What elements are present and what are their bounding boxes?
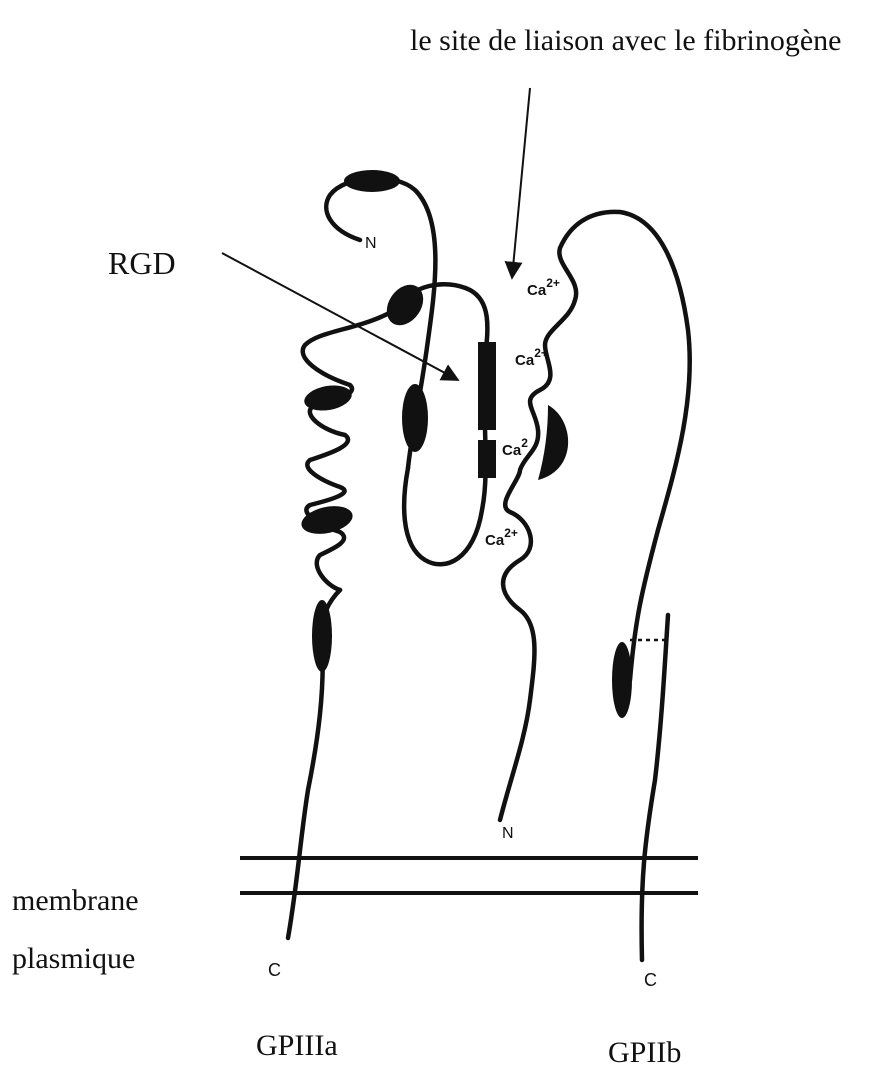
membrane-label-line2: plasmique [12, 942, 135, 975]
gpiib-c-terminus: C [644, 970, 657, 990]
rgd-label: RGD [108, 245, 176, 281]
gpiiia-top-blob [344, 170, 400, 192]
calcium-site-2: Ca2+ [515, 346, 548, 369]
rgd-arrow [222, 253, 458, 380]
gpiiia-c-terminus: C [268, 960, 281, 980]
gpiiia-loop-blob [402, 384, 428, 452]
gpiib-label: GPIIb [608, 1036, 681, 1069]
gpiib-n-terminus: N [502, 825, 514, 842]
gpiiia-n-terminus: N [365, 235, 377, 252]
binding-site-label: le site de liaison avec le fibrinogène [410, 24, 842, 57]
gpiiia-label: GPIIIa [256, 1029, 338, 1062]
gpiib-stalk-blob [612, 642, 632, 718]
gpiiia-chain [288, 170, 496, 938]
calcium-site-4: Ca2+ [485, 526, 518, 549]
calcium-site-3: Ca2 [502, 436, 528, 459]
membrane-label-line1: membrane [12, 884, 139, 917]
gpiib-chain [500, 212, 690, 960]
gpiiia-stalk-blob [312, 600, 332, 672]
rgd-binding-bar-lower [478, 440, 496, 478]
binding-site-arrow [512, 88, 530, 278]
gpiib-calcium-domain-blob [538, 405, 568, 480]
calcium-site-1: Ca2+ [527, 276, 560, 299]
rgd-binding-bar-upper [478, 342, 496, 430]
